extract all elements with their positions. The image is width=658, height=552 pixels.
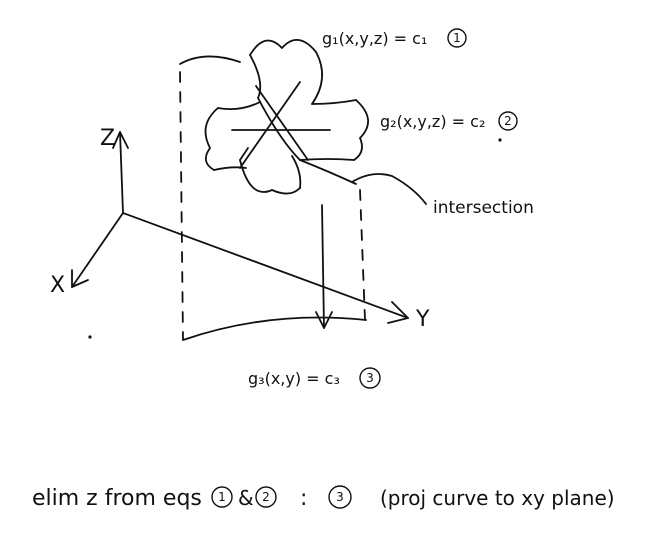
cylinder-right-edge [359,189,366,321]
note-marker-a: 1 [218,490,226,504]
crossing-line-2 [239,81,301,169]
stray-dot-2 [88,335,92,339]
intersection-curve [257,97,301,161]
equation-g3-marker: 3 [366,371,374,385]
intersection-annotation: intersection [351,173,534,218]
axes: Z X Y [50,126,430,332]
projection-arrow [315,204,333,329]
y-arrowhead [387,301,409,324]
x-arrowhead [71,269,89,288]
projection-cylinder [179,55,367,341]
equation-g3: g₃(x,y) = c₃ 3 [248,367,381,389]
note-text-1: elim z from eqs [32,486,202,511]
note-marker-b-circle [255,486,277,508]
surface-g1-bottom-edge [239,159,301,195]
surface-g1-lower-right [291,155,302,189]
equation-g2-marker-circle [498,111,518,131]
crossing-line-3 [255,85,309,161]
intersection-label: intersection [433,198,534,218]
note-marker-c: 3 [336,490,344,504]
bottom-note: elim z from eqs 1 & 2 : 3 (proj curve to… [32,485,615,511]
intersection-pointer [351,173,427,205]
note-text-2: (proj curve to xy plane) [380,486,615,510]
equation-g1-marker: 1 [453,31,461,45]
surface-g1-left-edge [249,54,262,99]
cylinder-left-edge [179,71,184,341]
surfaces [204,39,369,195]
equation-g1-marker-circle [447,28,467,48]
surface-g2-bottom-right [299,158,355,161]
note-marker-a-circle [211,486,233,508]
intersection-tail [299,159,357,185]
x-axis-label: X [50,273,65,298]
note-marker-c-circle [328,485,352,509]
projection-arrow-head [315,311,333,329]
surface-g2-top-left [217,101,261,111]
stray-dot-1 [498,138,502,142]
equation-g2: g₂(x,y,z) = c₂ 2 [380,111,518,131]
cylinder-bottom-curve [182,316,367,341]
surface-g1-top-edge [249,39,317,56]
equation-g2-text: g₂(x,y,z) = c₂ [380,112,485,131]
surface-g1-lower-left [239,147,249,161]
surface-g2-right-edge [353,99,369,161]
z-axis-label: Z [100,126,115,151]
equation-g3-text: g₃(x,y) = c₃ [248,369,340,388]
cylinder-top-curve [179,55,241,65]
equation-g1-text: g₁(x,y,z) = c₁ [322,29,427,48]
equation-g1: g₁(x,y,z) = c₁ 1 [322,28,467,48]
note-colon: : [300,486,307,511]
note-marker-b: 2 [262,490,270,504]
equation-g2-marker: 2 [504,114,512,128]
y-axis [122,212,409,319]
surface-g2-top-right [311,99,357,105]
note-ampersand: & [238,486,254,510]
surface-g1-right-edge [311,51,323,105]
y-axis-label: Y [415,307,430,332]
surface-g2-left-edge [204,107,219,171]
z-axis [119,131,124,214]
z-arrowhead [112,131,129,149]
x-axis [71,212,124,288]
equation-g3-marker-circle [359,367,381,389]
projection-arrow-shaft [321,204,325,329]
surface-g2-bottom-left [213,166,247,171]
